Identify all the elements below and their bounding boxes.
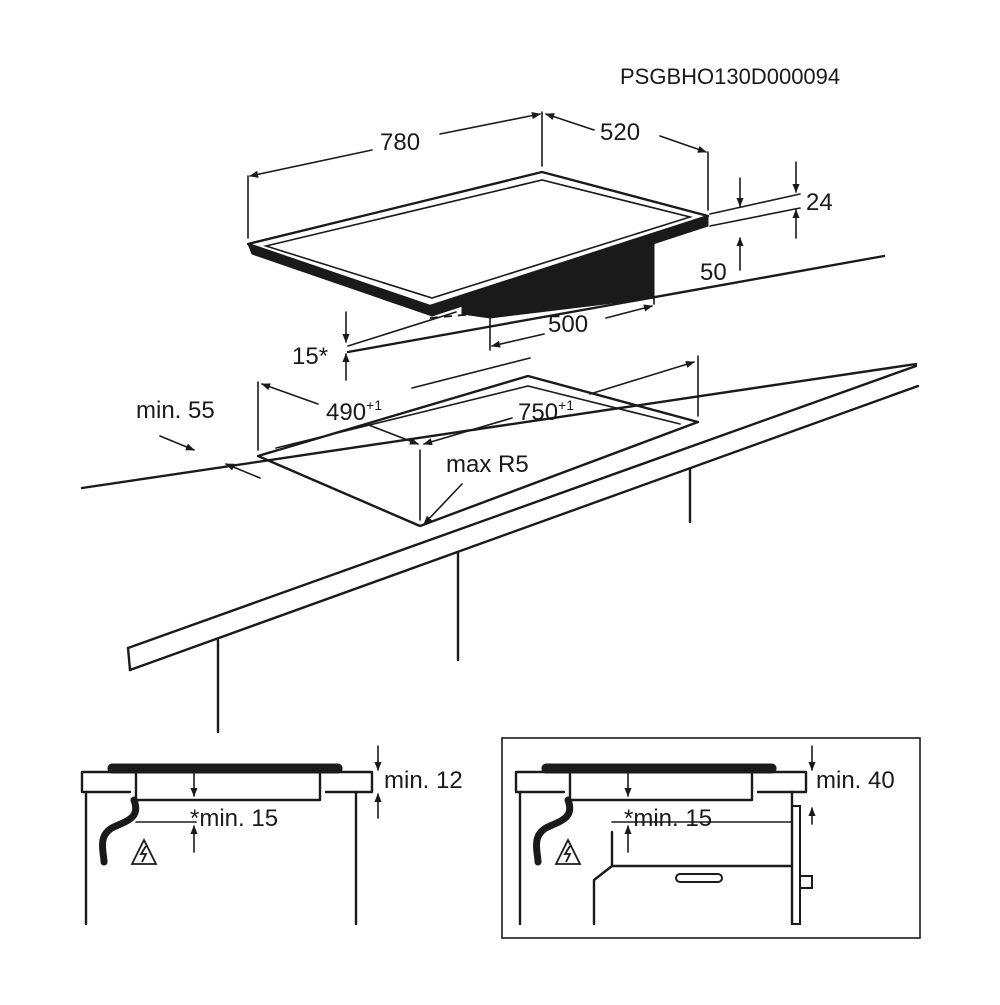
dim-490-line-left xyxy=(261,383,319,405)
hob-hidden-edge xyxy=(429,297,655,319)
dim-width-line-left xyxy=(249,149,373,178)
hob-edge xyxy=(247,215,709,317)
detail-right-worktop-right xyxy=(756,770,808,794)
detail-right: *min. 15 min. 40 xyxy=(501,737,921,939)
electric-hazard-icon xyxy=(554,837,582,865)
dim-750-ext-back xyxy=(411,357,531,389)
dim-55-arrow-left xyxy=(159,435,195,451)
dim-15-ref xyxy=(347,311,457,347)
cutout-front-distance-label: min. 55 xyxy=(136,397,215,424)
detail-right-knob xyxy=(799,875,813,889)
detail-left-worktop-right xyxy=(324,770,374,794)
detail-left: *min. 15 min. 12 xyxy=(80,745,463,926)
cutout-width-label: 750+1 xyxy=(518,397,574,426)
detail-right-hob-glass xyxy=(541,763,777,774)
cutout-depth-label: 490+1 xyxy=(326,397,382,426)
detail-left-cable xyxy=(99,796,140,866)
hob-front-offset-label: 15* xyxy=(292,343,328,370)
worktop-front-edge-top xyxy=(80,362,918,490)
hob-glass-inner xyxy=(262,179,693,299)
detail-right-bottom-clearance: *min. 15 xyxy=(624,805,712,832)
detail-right-cable xyxy=(533,796,574,866)
hob-depth-label: 520 xyxy=(600,119,640,146)
worktop-front-face-end xyxy=(126,646,132,672)
detail-right-side-panel xyxy=(791,805,801,925)
dim-thickness-ext-top xyxy=(709,193,801,215)
hob-drawing: 780 520 24 50 500 15* xyxy=(246,111,833,381)
worktop-front-face-bottom xyxy=(128,384,920,672)
detail-right-oven-handle xyxy=(675,873,723,883)
worktop-cutout xyxy=(256,374,700,528)
dim-55-arrow-right xyxy=(225,463,261,479)
dim-depth-line-left xyxy=(545,113,595,131)
dim-r5-leader xyxy=(423,483,463,525)
dim-500-line-right xyxy=(605,304,653,319)
detail-right-top-clearance: min. 40 xyxy=(816,767,895,794)
hob-width-label: 780 xyxy=(380,129,420,156)
dim-490-line-right xyxy=(365,423,419,445)
dim-500-line-left xyxy=(491,333,545,348)
detail-right-hob-body xyxy=(568,772,754,802)
hob-thickness-label: 24 xyxy=(806,189,833,216)
dim-depth-line-right xyxy=(659,135,707,153)
worktop-front-face-top xyxy=(126,364,918,650)
dim-750-line-left xyxy=(423,417,513,446)
dim-750-line-right xyxy=(589,360,695,395)
detail-left-hob-glass xyxy=(107,763,343,774)
worktop-back-edge xyxy=(346,254,886,354)
dim-thickness-ext-bottom xyxy=(709,207,801,227)
detail-left-bottom-clearance: *min. 15 xyxy=(190,805,278,832)
detail-right-worktop-left xyxy=(514,770,568,794)
cutout-inner-left xyxy=(257,451,271,457)
cutout-inner-side xyxy=(527,385,681,425)
hob-underside xyxy=(461,243,655,319)
detail-right-oven-body xyxy=(592,864,794,926)
document-code: PSGBHO130D000094 xyxy=(620,64,840,89)
dim-width-line-right xyxy=(439,112,541,135)
worktop-drawing: 490+1 750+1 max R5 min. 55 xyxy=(80,254,920,734)
electric-hazard-icon xyxy=(130,837,158,865)
detail-left-worktop-left xyxy=(80,770,134,794)
detail-left-hob-body xyxy=(134,772,322,802)
hob-underside-height-label: 50 xyxy=(700,259,727,286)
detail-left-top-clearance: min. 12 xyxy=(384,767,463,794)
detail-right-frame xyxy=(501,737,921,939)
cutout-inner-back xyxy=(275,385,529,449)
cutout-radius-label: max R5 xyxy=(446,451,529,478)
